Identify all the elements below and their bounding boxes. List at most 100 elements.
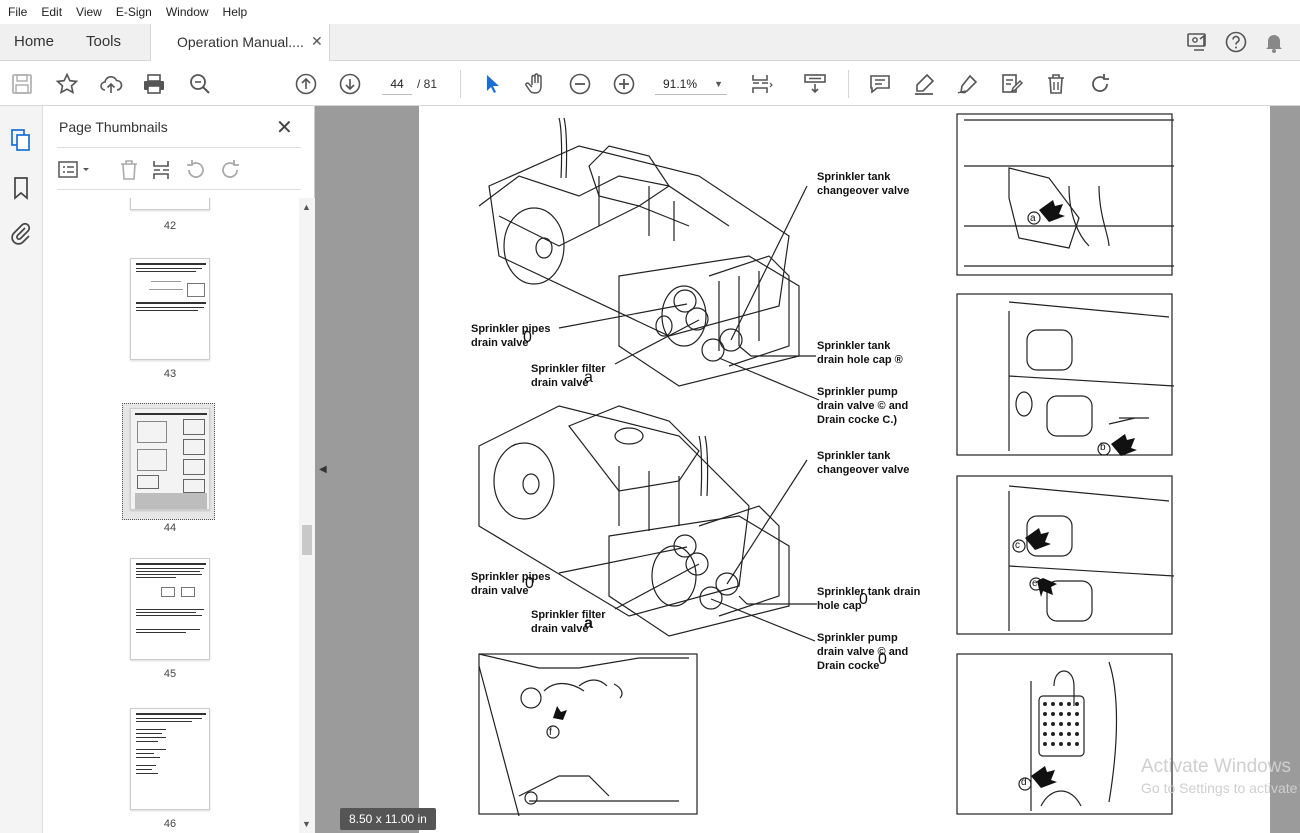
label-pipes-drain-top: Sprinkler pipes drain valve (471, 323, 551, 349)
callout-a: a (1030, 213, 1036, 224)
menu-edit[interactable]: Edit (41, 5, 63, 19)
callout-d: d (1021, 777, 1027, 788)
scroll-up-icon[interactable]: ▲ (302, 202, 311, 212)
panel-divider (57, 147, 301, 148)
tab-home[interactable]: Home (14, 33, 55, 50)
thumbnail-image (130, 408, 210, 510)
thumbnail-list: 42 43 (43, 198, 299, 833)
close-panel-icon[interactable]: ✕ (276, 117, 293, 139)
navigation-rail (0, 106, 43, 833)
watermark-title: Activate Windows (1141, 756, 1291, 777)
callout-b: b (1100, 442, 1106, 453)
menu-esign[interactable]: E-Sign (115, 5, 152, 19)
thumbnail-page-42[interactable]: 42 (130, 198, 210, 232)
thumbnail-page-43[interactable]: 43 (130, 258, 210, 380)
hand-tool-icon[interactable] (523, 71, 549, 97)
thumbnail-options-icon[interactable] (57, 158, 93, 182)
page-display-icon[interactable] (749, 71, 775, 97)
print-icon[interactable] (141, 71, 167, 97)
label-drain-hole-cap-top: Sprinkler tank drain hole cap ® (817, 340, 903, 366)
save-icon[interactable] (9, 71, 35, 97)
label-changeover-valve-bottom: Sprinkler tank changeover valve (817, 450, 910, 476)
label-pipes-drain-bottom-mark: 0 (525, 575, 534, 592)
label-pipes-drain-top-mark: 0 (523, 329, 532, 346)
page-total: / 81 (417, 77, 438, 91)
scroll-down-icon[interactable]: ▼ (302, 819, 311, 829)
label-pump-drain-top: Sprinkler pump drain valve © and Drain c… (817, 386, 909, 426)
menu-window[interactable]: Window (165, 5, 209, 19)
zoom-level-select[interactable]: 91.1% ▼ (655, 73, 727, 95)
previous-page-icon[interactable] (293, 71, 319, 97)
manual-illustrations (478, 113, 1175, 817)
tab-tools[interactable]: Tools (86, 33, 122, 50)
comment-icon[interactable] (867, 71, 893, 97)
page-number-input[interactable]: 44 (382, 73, 412, 95)
tab-bar: Home Tools Operation Manual.... ✕ (0, 24, 1300, 62)
main-toolbar: 44 / 81 91.1% ▼ (0, 61, 1300, 106)
thumbnail-page-46[interactable]: 46 (130, 708, 210, 830)
tab-document[interactable]: Operation Manual.... ✕ (150, 24, 330, 62)
zoom-out-icon[interactable] (567, 71, 593, 97)
thumbnail-page-number: 45 (163, 668, 177, 680)
panel-divider (57, 189, 301, 190)
document-viewport[interactable]: ◀ (315, 106, 1300, 833)
toolbar-divider (460, 70, 461, 98)
label-filter-drain-top: Sprinkler filter drain valve (531, 363, 606, 389)
page-thumbnails-panel: Page Thumbnails ✕ 42 43 (43, 106, 315, 833)
bookmark-star-icon[interactable] (54, 71, 80, 97)
thumbnail-page-44[interactable]: 44 (122, 403, 215, 534)
tab-document-title: Operation Manual.... (177, 34, 304, 50)
menu-help[interactable]: Help (222, 5, 248, 19)
thumbnail-image (130, 708, 210, 810)
highlight-pen-icon[interactable] (911, 71, 937, 97)
scroll-mode-icon[interactable] (802, 71, 828, 97)
draw-sign-icon[interactable] (955, 71, 981, 97)
menu-view[interactable]: View (76, 5, 102, 19)
rotate-right-icon[interactable] (218, 158, 242, 182)
upload-cloud-icon[interactable] (98, 71, 124, 97)
callout-c: c (1015, 540, 1020, 551)
label-filter-drain-bottom: Sprinkler filter drain valve (531, 609, 606, 635)
callout-f: f (549, 727, 552, 738)
panel-title: Page Thumbnails (59, 119, 168, 135)
select-cursor-icon[interactable] (479, 71, 505, 97)
thumbnail-image (130, 198, 210, 210)
bottom-roller-illustration (478, 405, 790, 637)
menu-file[interactable]: File (8, 5, 28, 19)
next-page-icon[interactable] (337, 71, 363, 97)
edit-text-icon[interactable] (999, 71, 1025, 97)
bookmarks-icon[interactable] (9, 176, 33, 200)
thumbnail-page-45[interactable]: 45 (130, 558, 210, 680)
chevron-down-icon: ▼ (714, 79, 723, 89)
insert-page-icon[interactable] (150, 158, 174, 182)
collapse-panel-icon[interactable]: ◀ (319, 464, 327, 475)
page-size-indicator: 8.50 x 11.00 in (340, 808, 436, 830)
tab-close-icon[interactable]: ✕ (311, 33, 323, 49)
rotate-redo-icon[interactable] (1087, 71, 1113, 97)
help-icon[interactable] (1224, 30, 1248, 54)
page-thumbnails-icon[interactable] (9, 128, 33, 152)
thumbnail-scrollbar[interactable]: ▲ ▼ (299, 198, 315, 833)
attachment-paperclip-icon[interactable] (9, 221, 33, 245)
callout-e: e (1032, 578, 1038, 589)
label-pump-drain-bottom: Sprinkler pump drain valve © and Drain c… (817, 632, 909, 672)
zoom-search-icon[interactable] (187, 71, 213, 97)
label-changeover-valve-top: Sprinkler tank changeover valve (817, 171, 910, 197)
label-drain-hole-cap-bottom: Sprinkler tank drain hole cap (817, 586, 921, 612)
delete-page-icon[interactable] (117, 158, 141, 182)
thumbnail-page-number: 43 (163, 368, 177, 380)
share-screen-icon[interactable] (1186, 30, 1210, 54)
toolbar-divider (848, 70, 849, 98)
label-pump-drain-bottom-mark: 0 (878, 651, 887, 668)
thumbnail-page-number: 44 (163, 522, 177, 534)
zoom-in-icon[interactable] (611, 71, 637, 97)
label-drain-hole-cap-bottom-mark: 0 (859, 591, 868, 608)
rotate-left-icon[interactable] (184, 158, 208, 182)
thumbnail-page-number: 42 (163, 220, 177, 232)
zoom-level-value: 91.1% (663, 77, 698, 91)
watermark-subtitle: Go to Settings to activate (1141, 780, 1298, 796)
scrollbar-thumb[interactable] (302, 525, 312, 555)
notification-bell-icon[interactable] (1262, 30, 1286, 54)
thumbnail-image (130, 258, 210, 360)
delete-trash-icon[interactable] (1043, 71, 1069, 97)
